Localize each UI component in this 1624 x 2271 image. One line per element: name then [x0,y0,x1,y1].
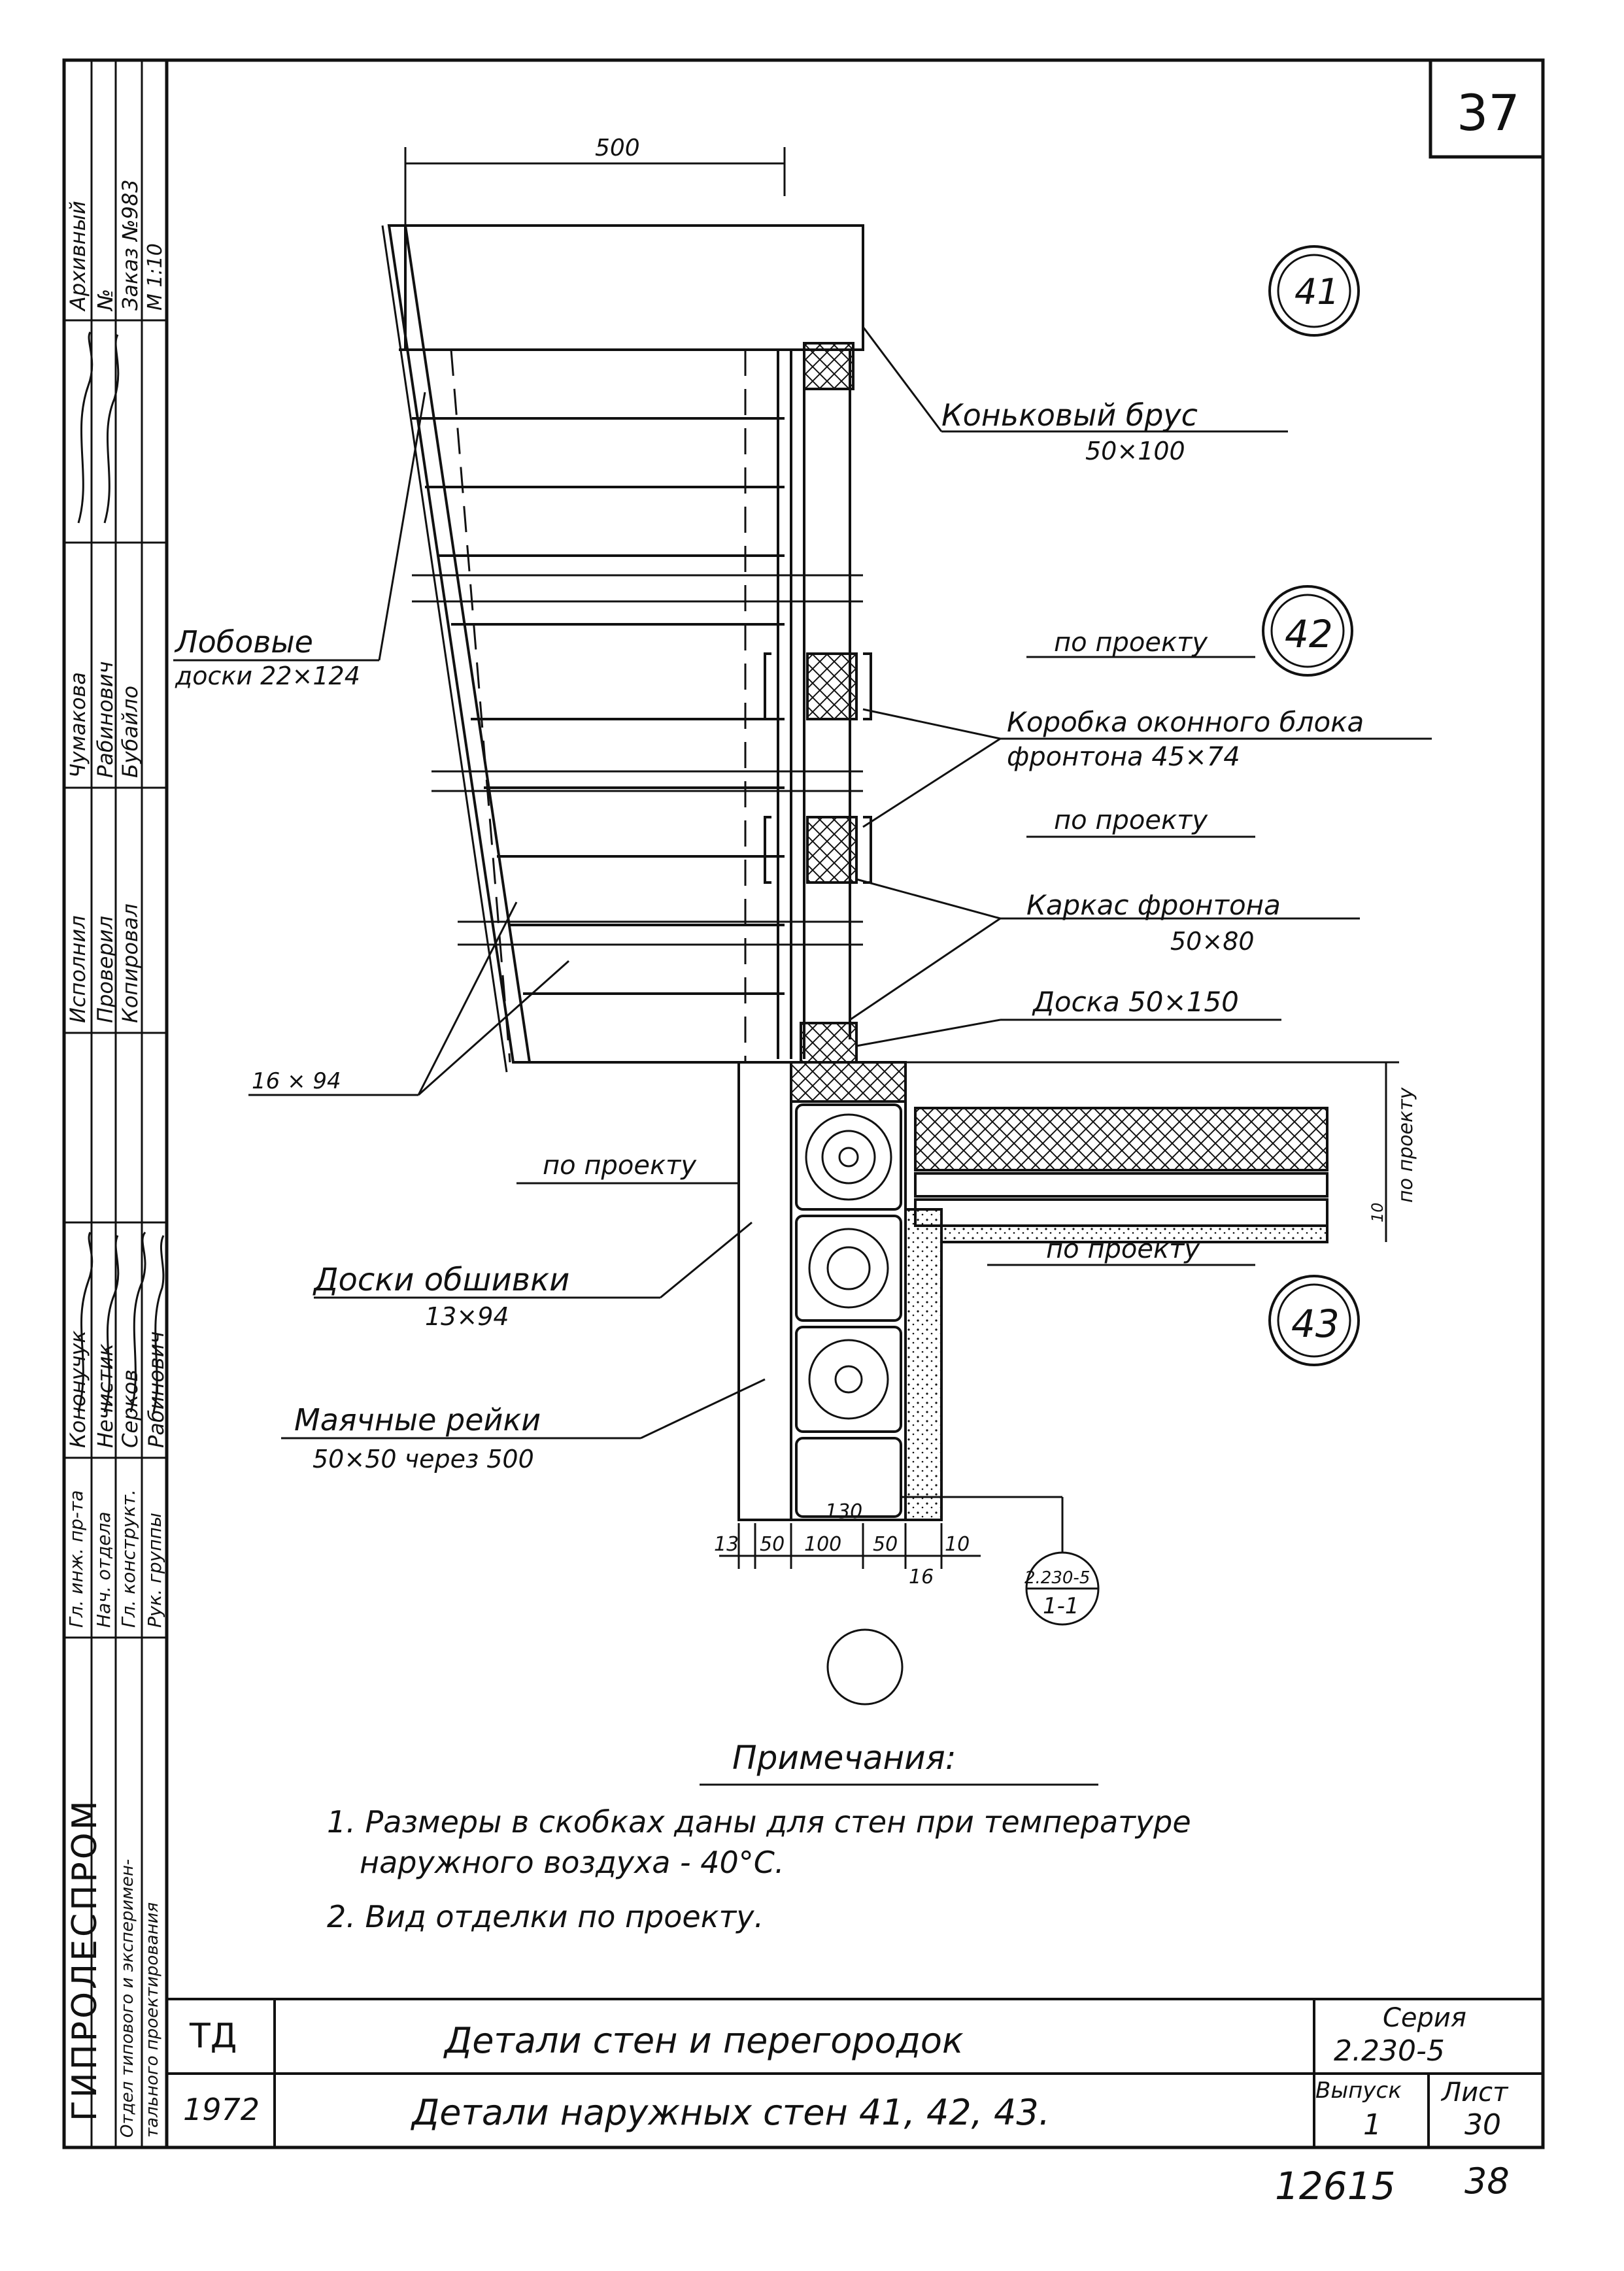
stamp-name2-1: Рабинович [93,661,118,779]
dim-1694: 16 × 94 [252,1068,341,1094]
note-1-cont: наружного воздуха - 40°С. [360,1845,785,1880]
signature-marks [65,1229,167,1425]
stamp-role-2: Гл. конструкт. [118,1489,139,1628]
label-battens-size: 50×50 через 500 [313,1445,534,1473]
sheet-frame [62,58,1545,2149]
stamp-dept-line1: Отдел типового и эксперимен- [118,1859,137,2138]
callout-41: 41 [1294,271,1340,312]
tb-issue: 1 [1363,2108,1381,2142]
stamp-role-3: Рук. группы [144,1513,165,1628]
label-board: Доска 50×150 [1033,986,1239,1018]
label-ridge-size: 50×100 [1085,437,1185,465]
stamp-archive-no: № [93,288,118,311]
dim-bottom-50b: 50 [873,1533,898,1556]
dim-bottom-16: 16 [909,1566,934,1589]
notes-title: Примечания: [732,1739,956,1777]
label-by-project-2: по проекту [1054,805,1208,835]
tb-sheet-label: Лист [1442,2078,1508,2108]
tb-issue-label: Выпуск [1315,2078,1402,2104]
dim-bottom-10: 10 [945,1533,970,1556]
dim-bottom-50a: 50 [760,1533,785,1556]
label-by-project-1: по проекту [1054,628,1208,658]
tb-sheet: 30 [1464,2108,1501,2142]
tb-year: 1972 [183,2092,260,2127]
stamp-role2-1: Проверил [93,915,118,1023]
label-sheathing-size: 13×94 [425,1302,509,1331]
dim-bottom-13: 13 [714,1533,739,1556]
stamp-order: Заказ №983 [118,179,143,311]
stamp-name2-2: Бубайло [118,685,143,778]
ref-bottom: 1-1 [1043,1593,1079,1619]
stamp-role2-2: Копировал [118,903,143,1023]
footer-inv: 12615 [1275,2164,1396,2208]
label-fascia-size: доски 22×124 [175,662,360,690]
tb-title: Детали стен и перегородок [445,2020,964,2061]
sheet-number: 37 [1457,84,1520,142]
tb-series: 2.230-5 [1334,2034,1445,2068]
callout-43: 43 [1291,1302,1340,1346]
callout-42: 42 [1285,612,1333,656]
label-window-box: Коробка оконного блока [1007,706,1364,738]
tb-subtitle: Детали наружных стен 41, 42, 43. [412,2092,1050,2133]
title-block-grid [167,1998,1543,2147]
wall-section [173,147,1432,1786]
stamp-org: ГИПРОЛЕСПРОМ [65,1798,105,2121]
label-by-project-vert: по проекту [1395,1086,1417,1203]
stamp-role-0: Гл. инж. пр-та [65,1490,87,1628]
stamp-archive: Архивный [65,201,90,311]
dim-top-500: 500 [595,135,640,161]
label-by-project-3: по проекту [543,1151,697,1181]
stamp-dept-line2: тального проектирования [143,1902,162,2138]
label-by-project-4: по проекту [1046,1234,1200,1264]
dim-bottom-130: 130 [825,1500,862,1523]
label-battens: Маячные рейки [294,1402,541,1438]
label-window-box-2: фронтона 45×74 [1007,742,1240,772]
stamp-role-1: Нач. отдела [93,1511,114,1628]
tb-series-label: Серия [1383,2003,1466,2033]
note-1: 1. Размеры в скобках даны для стен при т… [327,1804,1191,1840]
label-frame: Каркас фронтона [1026,889,1281,921]
stamp-name2-0: Чумакова [65,672,90,778]
signature-marks-2 [65,327,167,536]
signature-svg [77,1232,165,1413]
label-sheathing: Доски обшивки [314,1262,570,1298]
stamp-scale: М 1:10 [144,243,167,311]
dim-bottom-100: 100 [804,1533,841,1556]
side-stamp-grid [64,60,167,2147]
dim-right-10: 10 [1368,1202,1387,1222]
tb-code: ТД [190,2017,237,2056]
signature-svg-2 [77,331,120,524]
label-fascia: Лобовые [175,624,313,660]
ref-top: 2.230-5 [1024,1568,1090,1588]
label-ridge: Коньковый брус [941,397,1198,433]
note-2: 2. Вид отделки по проекту. [327,1899,764,1934]
stamp-role2-0: Исполнил [65,915,90,1023]
label-frame-size: 50×80 [1170,927,1255,956]
footer-page: 38 [1464,2161,1510,2202]
